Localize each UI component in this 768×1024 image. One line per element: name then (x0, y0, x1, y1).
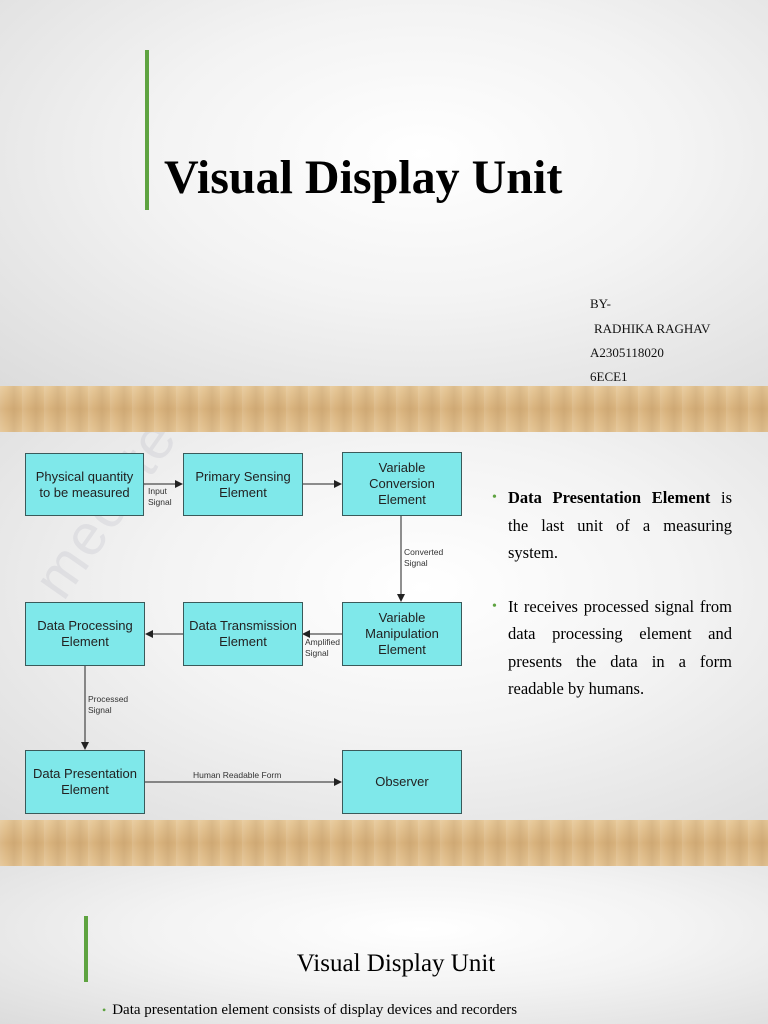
label-processed-signal: Processed Signal (88, 694, 129, 715)
node-primary-sensing: Primary Sensing Element (183, 453, 303, 516)
bullet-text: Data presentation element consists of di… (112, 1002, 518, 1018)
author-name: RADHIKA RAGHAV (594, 321, 711, 336)
label-amplified-signal: Amplified Signal (305, 637, 340, 658)
bullet-text: It receives processed signal from data p… (508, 596, 732, 699)
roll-number: A2305118020 (590, 345, 664, 360)
bullet-bold-text: Data Presentation Element (508, 488, 711, 507)
wood-background (0, 386, 768, 432)
node-physical-quantity: Physical quantity to be measured (25, 453, 144, 516)
slide-title: Visual Display Unit BY- RADHIKA RAGHAV A… (0, 0, 768, 386)
slide-data-presentation: mechteacher.com Physical quantity to be … (0, 432, 768, 820)
slide-heading: Visual Display Unit (296, 950, 496, 977)
node-variable-manipulation: Variable Manipulation Element (342, 602, 462, 666)
slide-vdu: Visual Display Unit • Data presentation e… (0, 866, 768, 1024)
wood-background (0, 820, 768, 866)
accent-bar (145, 50, 149, 210)
node-variable-conversion: Variable Conversion Element (342, 452, 462, 516)
diagram-arrows (81, 480, 405, 786)
bullet-icon: • (492, 598, 497, 614)
slide-title-heading: Visual Display Unit (164, 151, 563, 204)
class-section: 6ECE1 (590, 369, 628, 384)
bullet-text: is the last unit of a measuring system. (508, 488, 732, 562)
bullet-item: • Data Presentation Element is the last … (492, 484, 732, 567)
bullet-icon: • (492, 490, 497, 505)
node-data-transmission: Data Transmission Element (183, 602, 303, 666)
accent-bar (84, 916, 88, 982)
node-observer: Observer (342, 750, 462, 814)
bullet-item: • Data presentation element consists of d… (102, 1002, 517, 1019)
node-data-processing: Data Processing Element (25, 602, 145, 666)
bullet-icon: • (102, 1003, 107, 1017)
bullet-item: • It receives processed signal from data… (492, 593, 732, 703)
label-converted-signal: Converted Signal (404, 547, 444, 568)
label-human-readable: Human Readable Form (193, 770, 282, 780)
node-data-presentation: Data Presentation Element (25, 750, 145, 814)
label-input-signal: Input Signal (148, 486, 172, 507)
byline-label: BY- (590, 296, 611, 311)
bullet-list: • Data Presentation Element is the last … (492, 484, 732, 721)
